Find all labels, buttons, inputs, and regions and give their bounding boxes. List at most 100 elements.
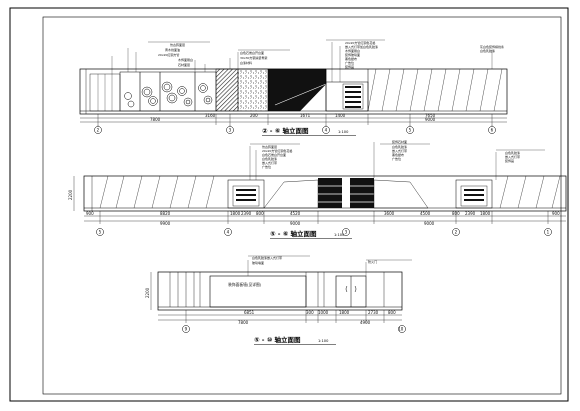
- e2-note-mid-2: 20x20方管红铜色花格: [262, 148, 292, 153]
- elevation-3-body: [157, 271, 403, 311]
- dim-4: 1400: [335, 113, 346, 118]
- center-wedge-left: [263, 179, 319, 209]
- elevation-3-notes: 白色乳胶漆嵌入式灯带 玻璃墙面 防火门: [247, 255, 412, 276]
- elevation-1-dimensions: [80, 114, 507, 125]
- note-right-2: 嵌入式灯带加白色乳胶漆: [345, 44, 378, 49]
- note-right-7: 装饰画: [345, 64, 354, 69]
- elevation-2-axis-markers: [96, 228, 552, 236]
- e2-dim-total: 9900: [160, 221, 171, 226]
- e2-note-mid-6: 广告位: [262, 164, 271, 169]
- elevation-2-dimensions: [84, 211, 566, 224]
- note-right-4: 装饰玻璃面: [345, 52, 360, 57]
- e2-dim: 4500: [420, 211, 431, 216]
- e3-dim: 1800: [339, 310, 350, 315]
- decorative-circles: [124, 81, 213, 108]
- dim-3: 1671: [300, 113, 311, 118]
- dim-1: 3160: [205, 113, 216, 118]
- elevation-3-dimensions: [158, 310, 402, 323]
- counter-left: [227, 179, 265, 209]
- dim-total-2: 9000: [425, 117, 436, 122]
- e2-dim: 2390: [465, 211, 476, 216]
- note-left-4: 木饰面刷白: [178, 57, 193, 62]
- dim-total-1: 7800: [150, 117, 161, 122]
- e2-dim: 1800: [230, 211, 241, 216]
- note-left-1: 仿古砖面层: [170, 42, 185, 47]
- e3-dim: 2730: [368, 310, 379, 315]
- note-right-1: 20x20方管红铜色花格: [345, 40, 375, 45]
- axis-label: 4: [325, 128, 328, 133]
- e3-note-top-2: 玻璃墙面: [252, 260, 264, 265]
- black-wedge-shape: [267, 68, 327, 112]
- center-wedge-right: [373, 179, 429, 209]
- elevation-3: 装饰面板墙(见详图) 2200 白色乳胶漆嵌入式灯带 玻璃墙面 防火门: [145, 255, 412, 345]
- e2-note-ra-1: 装饰石材面: [392, 139, 407, 144]
- note-left-3: 20x20红铜方管: [158, 52, 179, 57]
- note-mid-1: 白色石膏白开台面: [240, 50, 264, 55]
- e2-dim: 800: [256, 211, 264, 216]
- note-right-6: 广告位: [345, 60, 354, 65]
- axis-label: 2: [97, 128, 100, 133]
- e2-dim: 900: [86, 211, 94, 216]
- axis-label: 1: [547, 230, 550, 235]
- note-left-5: 石材面层: [178, 62, 190, 67]
- axis-label: 10: [398, 327, 404, 332]
- e2-note-ra-5: 广告位: [392, 156, 401, 161]
- elevation-2-body: [83, 175, 567, 212]
- e2-note-ra-3: 嵌入式灯带: [392, 148, 407, 153]
- axis-label: 9: [185, 327, 188, 332]
- axis-label: 3: [345, 230, 348, 235]
- note-mid-3: 白漆材料: [240, 60, 252, 65]
- e3-dim: 800: [388, 310, 396, 315]
- dim-5: 7650: [425, 113, 436, 118]
- e3-note-right: 防火门: [368, 259, 377, 264]
- axis-label: 2: [455, 230, 458, 235]
- e3-dim: 6851: [244, 310, 255, 315]
- dark-stone-column: [215, 68, 239, 112]
- note-far-right-2: 白色乳胶漆: [480, 48, 495, 53]
- note-far-right-1: 灰白色装饰横线条: [480, 44, 504, 49]
- axis-label: 5: [409, 128, 412, 133]
- note-mid-2: 30x30方钢涂装骨架: [240, 55, 267, 60]
- elevation-3-axis-markers: [182, 325, 406, 333]
- e2-dim-total: 9000: [424, 221, 435, 226]
- e2-dim: 800: [452, 211, 460, 216]
- elevation-1: 仿古砖面层 黄木线面油 20x20红铜方管 木饰面刷白 石材面层 白色石膏白开台…: [79, 39, 508, 136]
- dark-block-left: [318, 178, 342, 208]
- e2-dim: 8820: [160, 211, 171, 216]
- elevation-3-title: ⑤ - ⑩ 轴立面图: [254, 335, 301, 344]
- e3-dim-total: 4900: [360, 320, 371, 325]
- e2-note-rb-2: 嵌入式灯带: [505, 154, 520, 159]
- e2-dim: 900: [552, 211, 560, 216]
- inner-border: [42, 16, 562, 395]
- note-left-2: 黄木线面油: [165, 47, 180, 52]
- e2-note-mid-3: 白色石膏白开台面: [262, 152, 286, 157]
- elevation-2-scale: 1:100: [334, 233, 345, 237]
- glass-diagonal-lines: [367, 68, 503, 112]
- e3-note-top-1: 白色乳胶漆嵌入式灯带: [252, 255, 282, 260]
- stone-texture-panel: [237, 68, 269, 112]
- note-right-3: 木饰面刷白: [345, 48, 360, 53]
- glass-diagonal-left: [99, 175, 215, 209]
- dark-block-right: [350, 178, 374, 208]
- e2-note-mid-4: 白色乳胶漆: [262, 156, 277, 161]
- elevation-2: 2200 仿古砖面层 20x20方管红铜色花格 白色石膏白开台面 白色乳胶漆 嵌…: [68, 139, 567, 239]
- e3-dim: 300: [306, 310, 314, 315]
- e2-note-mid-5: 嵌入式灯带: [262, 160, 277, 165]
- decorative-panel-wall: [209, 275, 307, 308]
- elevation-3-scale: 1:100: [318, 339, 329, 343]
- e2-note-mid-1: 仿古砖面层: [262, 144, 277, 149]
- axis-label: 6: [491, 128, 494, 133]
- e2-note-rb-1: 白色乳胶漆: [505, 150, 520, 155]
- e2-dim-total: 9000: [290, 221, 301, 226]
- note-right-5: 黑色壁布: [345, 56, 357, 61]
- shelf-items: [345, 86, 361, 108]
- counter-right: [455, 179, 493, 209]
- axis-label: 4: [227, 230, 230, 235]
- glass-diagonal-right: [499, 175, 561, 209]
- elevation-1-notes-mid: 白色石膏白开台面 30x30方钢涂装骨架 白漆材料: [229, 49, 290, 69]
- e2-dim: 1800: [480, 211, 491, 216]
- elevation-1-notes-left: 仿古砖面层 黄木线面油 20x20红铜方管 木饰面刷白 石材面层: [111, 41, 210, 74]
- elevation-1-scale: 1:100: [338, 130, 349, 134]
- elevation-2-notes-mid: 仿古砖面层 20x20方管红铜色花格 白色石膏白开台面 白色乳胶漆 嵌入式灯带 …: [249, 143, 300, 180]
